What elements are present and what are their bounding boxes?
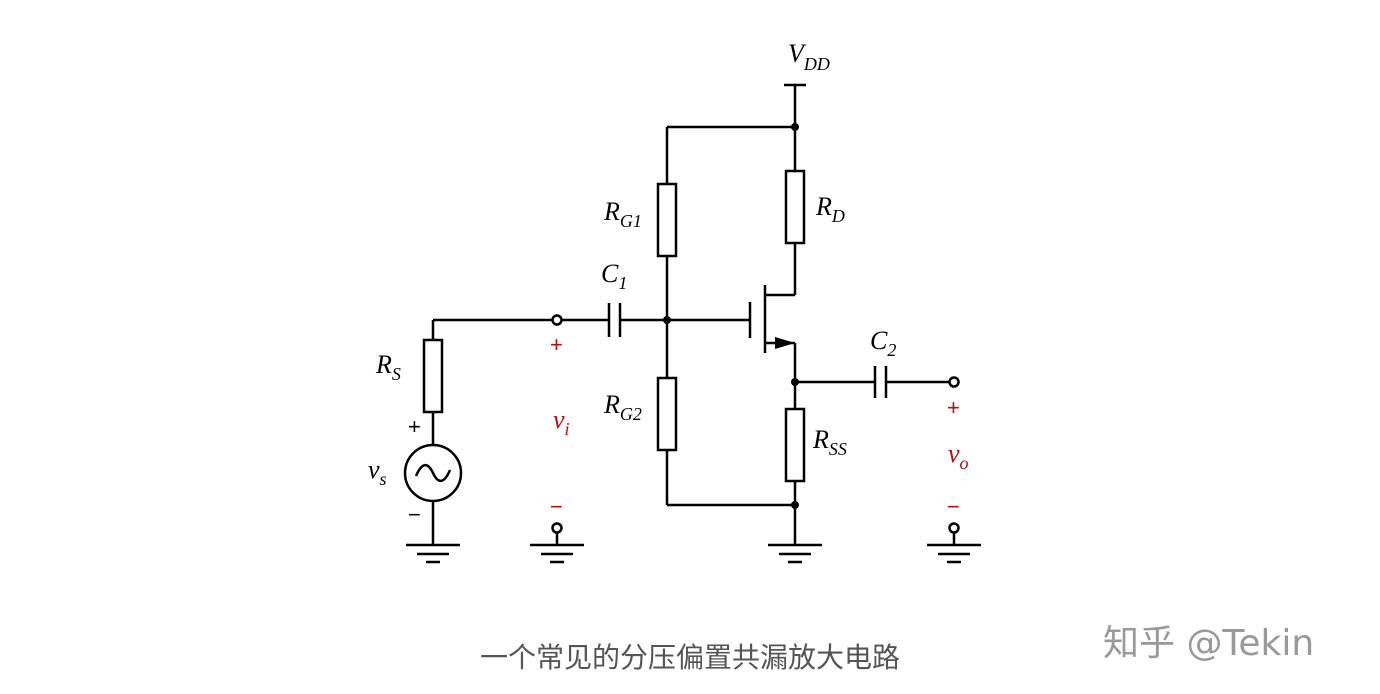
resistor-rg2 — [656, 376, 678, 452]
ground-symbols — [406, 543, 981, 564]
label-vi: vi — [553, 405, 570, 439]
resistor-rd — [784, 169, 806, 245]
label-vdd: VDD — [788, 39, 830, 74]
label-c1: C1 — [601, 259, 627, 293]
source-plus-sign: + — [408, 414, 421, 439]
capacitor-c1 — [607, 303, 622, 337]
output-ground-terminal — [948, 522, 960, 534]
watermark: 知乎 @Tekin — [1103, 623, 1315, 664]
label-c2: C2 — [870, 326, 896, 360]
output-plus-sign: + — [947, 395, 960, 420]
input-terminal — [551, 314, 563, 326]
label-rd: RD — [815, 192, 845, 226]
junction-dots — [663, 123, 799, 509]
label-vs: vs — [368, 455, 387, 489]
ac-voltage-source — [403, 443, 463, 503]
input-plus-sign: + — [550, 332, 563, 357]
label-rss: RSS — [812, 425, 847, 459]
label-rs: RS — [375, 350, 401, 384]
resistor-rss — [784, 407, 806, 483]
input-ground-terminal — [551, 522, 563, 534]
label-rg2: RG2 — [603, 390, 642, 424]
capacitor-c2 — [873, 366, 888, 398]
mosfet-transistor — [748, 285, 795, 353]
label-vo: vo — [948, 439, 969, 473]
source-arrow-icon — [775, 337, 795, 349]
input-minus-sign: − — [550, 494, 563, 519]
label-rg1: RG1 — [603, 197, 642, 231]
figure-caption: 一个常见的分压偏置共漏放大电路 — [479, 641, 900, 674]
resistor-rg1 — [656, 182, 678, 258]
output-minus-sign: − — [947, 494, 960, 519]
output-terminal — [948, 376, 960, 388]
resistor-rs — [422, 338, 444, 414]
source-minus-sign: − — [408, 502, 421, 527]
